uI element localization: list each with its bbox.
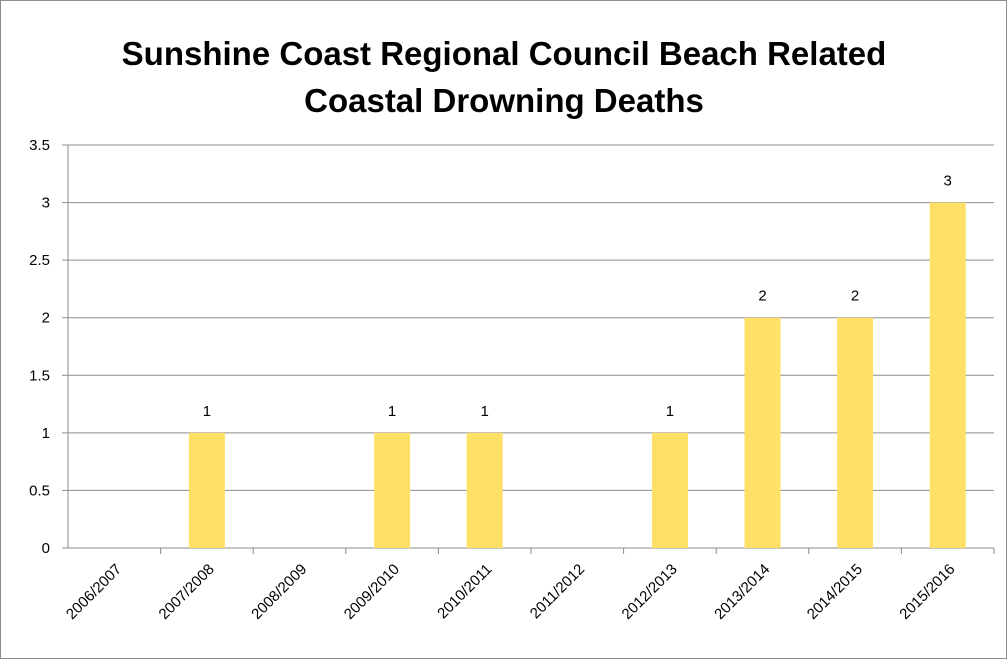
bar <box>837 317 874 548</box>
x-tick-label: 2011/2012 <box>527 561 588 622</box>
bar <box>651 432 688 548</box>
bar <box>374 432 411 548</box>
chart-title-line-1: Sunshine Coast Regional Council Beach Re… <box>121 35 887 72</box>
data-label: 2 <box>758 288 766 305</box>
y-tick-label: 1 <box>42 425 50 442</box>
y-tick-label: 2.5 <box>29 252 50 269</box>
data-label: 3 <box>944 173 952 190</box>
data-label: 1 <box>481 403 489 420</box>
x-tick-label: 2014/2015 <box>804 561 866 623</box>
bar <box>744 317 781 548</box>
x-tick-label: 2006/2007 <box>63 561 125 623</box>
data-label: 1 <box>388 403 396 420</box>
y-tick-label: 2 <box>42 310 50 327</box>
x-tick-label: 2015/2016 <box>896 561 958 623</box>
bar <box>929 202 966 549</box>
chart-title-line-2: Coastal Drowning Deaths <box>304 82 704 119</box>
data-label: 1 <box>666 403 674 420</box>
x-tick-label: 2007/2008 <box>156 561 218 623</box>
x-tick-label: 2009/2010 <box>341 561 403 623</box>
x-tick-label: 2008/2009 <box>248 561 310 623</box>
bar <box>188 432 225 548</box>
bar <box>466 432 503 548</box>
x-tick-label: 2010/2011 <box>434 561 495 622</box>
y-tick-label: 1.5 <box>29 367 50 384</box>
y-tick-label: 0 <box>42 540 50 557</box>
y-tick-label: 3.5 <box>29 137 50 154</box>
data-label: 2 <box>851 288 859 305</box>
y-tick-label: 3 <box>42 195 50 212</box>
y-tick-label: 0.5 <box>29 482 50 499</box>
data-label: 1 <box>203 403 211 420</box>
x-tick-label: 2012/2013 <box>619 561 681 623</box>
x-tick-label: 2013/2014 <box>711 561 773 623</box>
chart-title: Sunshine Coast Regional Council Beach Re… <box>0 30 1008 124</box>
